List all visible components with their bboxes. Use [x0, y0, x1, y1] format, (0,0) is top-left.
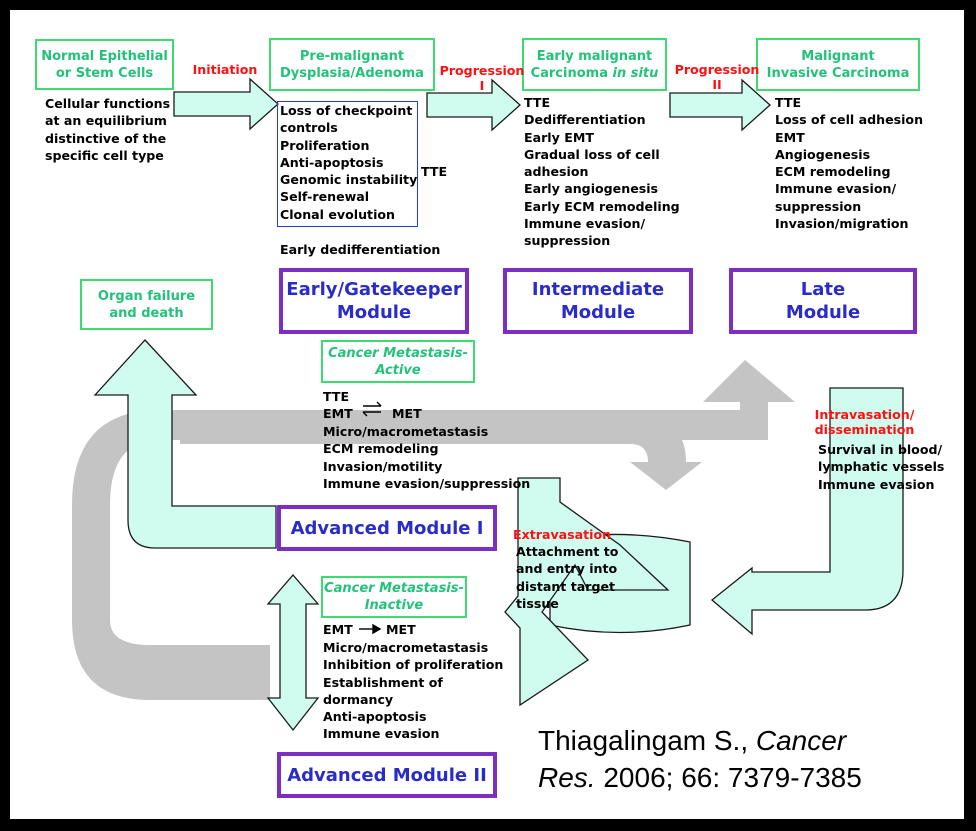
metastasis-flow-arrow	[710, 387, 904, 636]
carcinoma-in-situ-line2: Carcinoma in situ	[531, 65, 659, 82]
invasive-carcinoma-box: Malignant Invasive Carcinoma	[756, 38, 920, 91]
citation-details: 2006; 66: 7379-7385	[595, 762, 862, 793]
organ-failure-box: Organ failure and death	[80, 279, 213, 330]
metastasis-active-tte: TTE	[323, 389, 350, 404]
normal-cells-description: Cellular functions at an equilibrium dis…	[45, 96, 171, 163]
carcinoma-word: Carcinoma	[530, 65, 613, 81]
extravasation-label: Extravasation	[513, 527, 612, 542]
advanced1-up-arrow	[93, 339, 277, 549]
citation-line1: Thiagalingam S., Cancer	[538, 722, 846, 759]
premalignant-box: Pre-malignant Dysplasia/Adenoma	[269, 38, 435, 91]
metastasis-active-met: MET	[392, 406, 422, 421]
initiation-arrow	[173, 77, 279, 131]
progression2-arrow	[669, 78, 771, 132]
tte-label: TTE	[421, 164, 448, 179]
process-arrows	[93, 77, 904, 732]
citation-journal-part2: Res.	[538, 762, 596, 793]
progression1-label: Progression I	[439, 63, 525, 93]
progression1-arrow	[426, 78, 521, 132]
progression2-label: Progression II	[674, 62, 760, 92]
invasive-carcinoma-features-list: TTE Loss of cell adhesion EMT Angiogenes…	[775, 95, 924, 232]
bidirectional-arrow	[266, 574, 320, 732]
gray-drop-arrow	[180, 418, 702, 490]
carcinoma-in-situ-features-list: TTE Dedifferentiation Early EMT Gradual …	[524, 95, 680, 249]
advanced-module-2-box: Advanced Module II	[277, 752, 497, 798]
metastasis-active-features-list: Micro/macrometastasis ECM remodeling Inv…	[323, 424, 531, 491]
advanced-module-1-box: Advanced Module I	[277, 505, 497, 551]
gray-arrows	[72, 360, 795, 700]
metastasis-inactive-met: MET	[386, 622, 416, 637]
metastasis-active-box: Cancer Metastasis- Active	[321, 340, 475, 383]
premalignant-features-list: Loss of checkpoint controls Proliferatio…	[277, 101, 418, 227]
extravasation-arrow	[504, 477, 670, 707]
citation-line2: Res. 2006; 66: 7379-7385	[538, 759, 862, 796]
initiation-label: Initiation	[192, 62, 258, 77]
carcinoma-in-situ-box: Early malignant Carcinoma in situ	[522, 38, 667, 91]
intermediate-module-box: Intermediate Module	[503, 268, 693, 334]
metastasis-inactive-features-list: Micro/macrometastasis Inhibition of prol…	[323, 640, 504, 742]
normal-cells-box: Normal Epithelial or Stem Cells	[35, 39, 174, 90]
late-module-box: Late Module	[729, 268, 917, 334]
citation-journal-part1: Cancer	[755, 725, 847, 756]
intravasation-features-list: Survival in blood/ lymphatic vessels Imm…	[818, 442, 945, 492]
emt-met-swap-icon	[362, 401, 382, 417]
intravasation-label: Intravasation/ dissemination	[814, 407, 915, 437]
metastasis-inactive-box: Cancer Metastasis- Inactive	[321, 576, 467, 618]
carcinoma-in-situ-line1: Early malignant	[536, 48, 653, 64]
metastasis-active-emt: EMT	[323, 406, 353, 421]
extravasation-features-list: Attachment to and entry into distant tar…	[516, 544, 619, 611]
early-gatekeeper-module-box: Early/Gatekeeper Module	[279, 268, 469, 334]
metastasis-inactive-emt: EMT	[323, 622, 353, 637]
in-situ-italic: in situ	[612, 65, 659, 81]
emt-to-met-icon	[359, 623, 382, 635]
citation-author: Thiagalingam S.,	[538, 725, 756, 756]
early-dedifferentiation-label: Early dedifferentiation	[280, 242, 441, 257]
